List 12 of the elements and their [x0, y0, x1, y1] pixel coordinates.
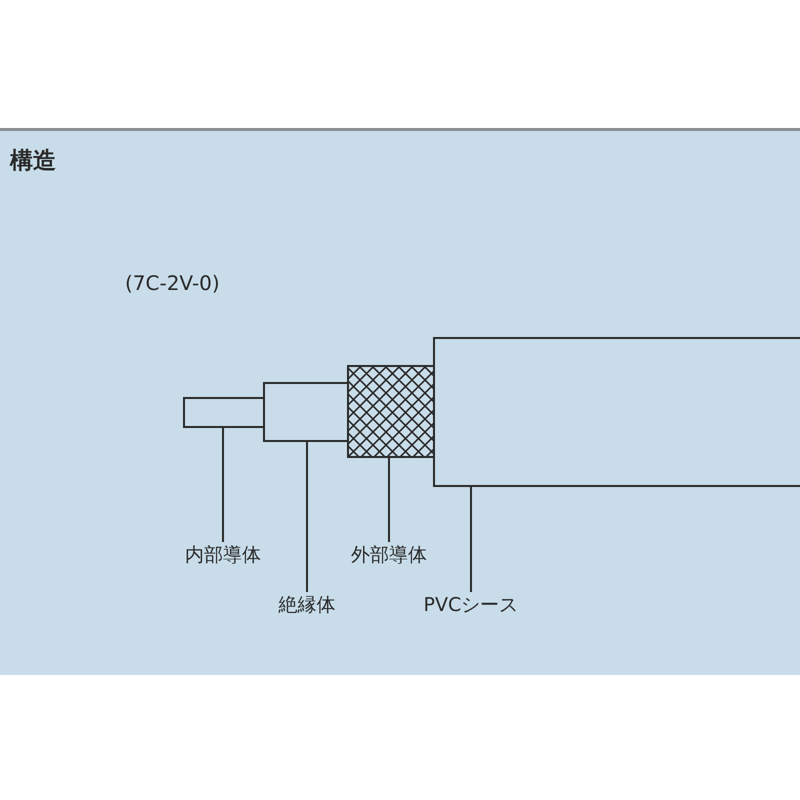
part-label: 絶縁体 — [278, 596, 336, 615]
leader-line — [222, 428, 224, 542]
part-label: 内部導体 — [185, 546, 261, 565]
part-label: PVCシース — [424, 596, 518, 615]
leader-line — [470, 487, 472, 592]
part-label: 外部導体 — [351, 546, 427, 565]
braided-shield-drawing — [347, 365, 435, 458]
leader-line — [388, 458, 390, 542]
leader-line — [306, 442, 308, 592]
model-label: (7C-2V-0) — [125, 273, 220, 293]
sheath-drawing — [433, 337, 800, 487]
heading: 構造 — [10, 150, 56, 173]
